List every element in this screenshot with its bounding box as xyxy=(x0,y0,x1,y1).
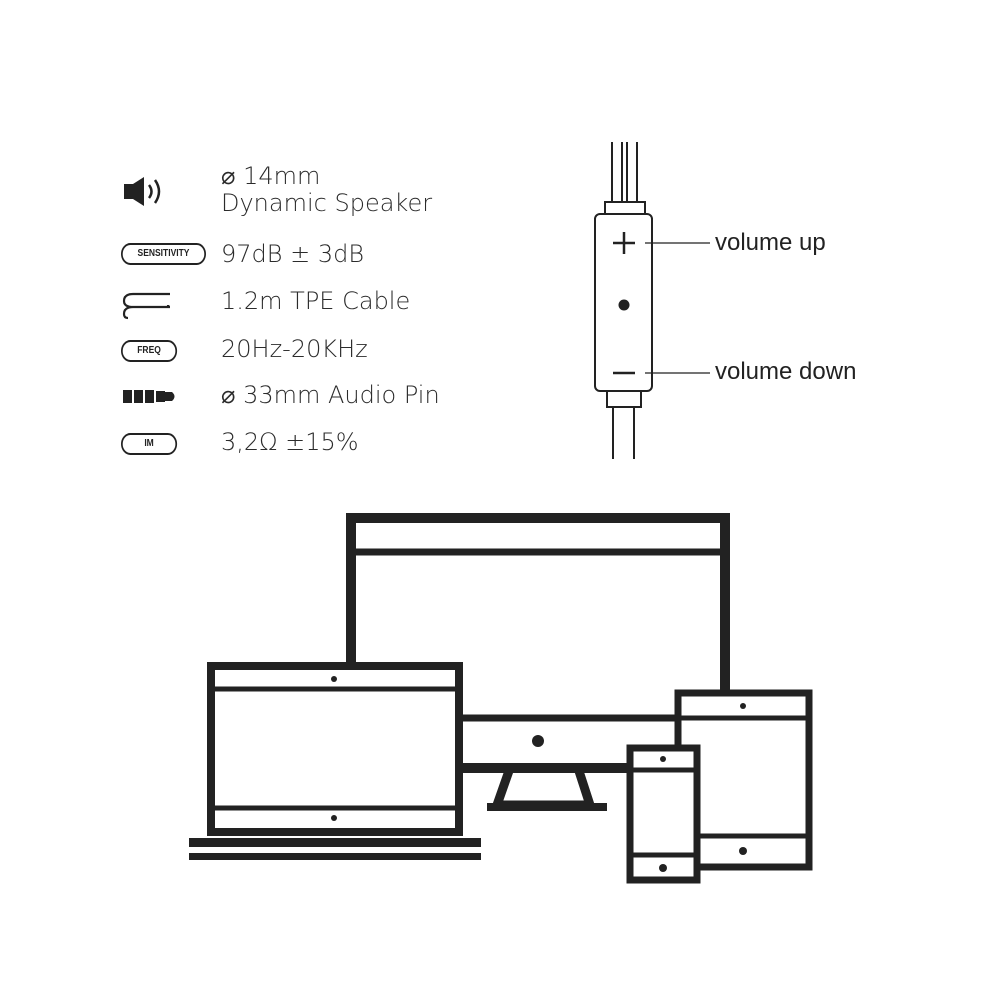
cable-text: 1.2m TPE Cable xyxy=(221,287,411,315)
play-button-dot xyxy=(618,299,630,311)
sensitivity-badge: SENSITIVITY xyxy=(121,243,206,265)
monitor-icon xyxy=(346,513,730,811)
freq-badge: FREQ xyxy=(121,340,178,362)
volume-down-label: volume down xyxy=(715,358,857,385)
frequency-text: 20Hz-20KHz xyxy=(221,335,368,363)
speaker-size-text: ⌀ 14mm xyxy=(221,162,321,190)
tablet-icon xyxy=(674,689,813,871)
impedance-text: 3,2Ω ±15% xyxy=(221,428,359,456)
speaker-type-text: Dynamic Speaker xyxy=(221,189,433,217)
sensitivity-text: 97dB ± 3dB xyxy=(221,240,365,268)
impedance-badge: IM xyxy=(121,433,178,455)
phone-icon xyxy=(626,744,701,884)
laptop-icon xyxy=(189,662,481,860)
volume-up-label: volume up xyxy=(715,229,826,256)
audio-pin-text: ⌀ 33mm Audio Pin xyxy=(221,381,440,409)
plus-icon xyxy=(613,232,635,254)
